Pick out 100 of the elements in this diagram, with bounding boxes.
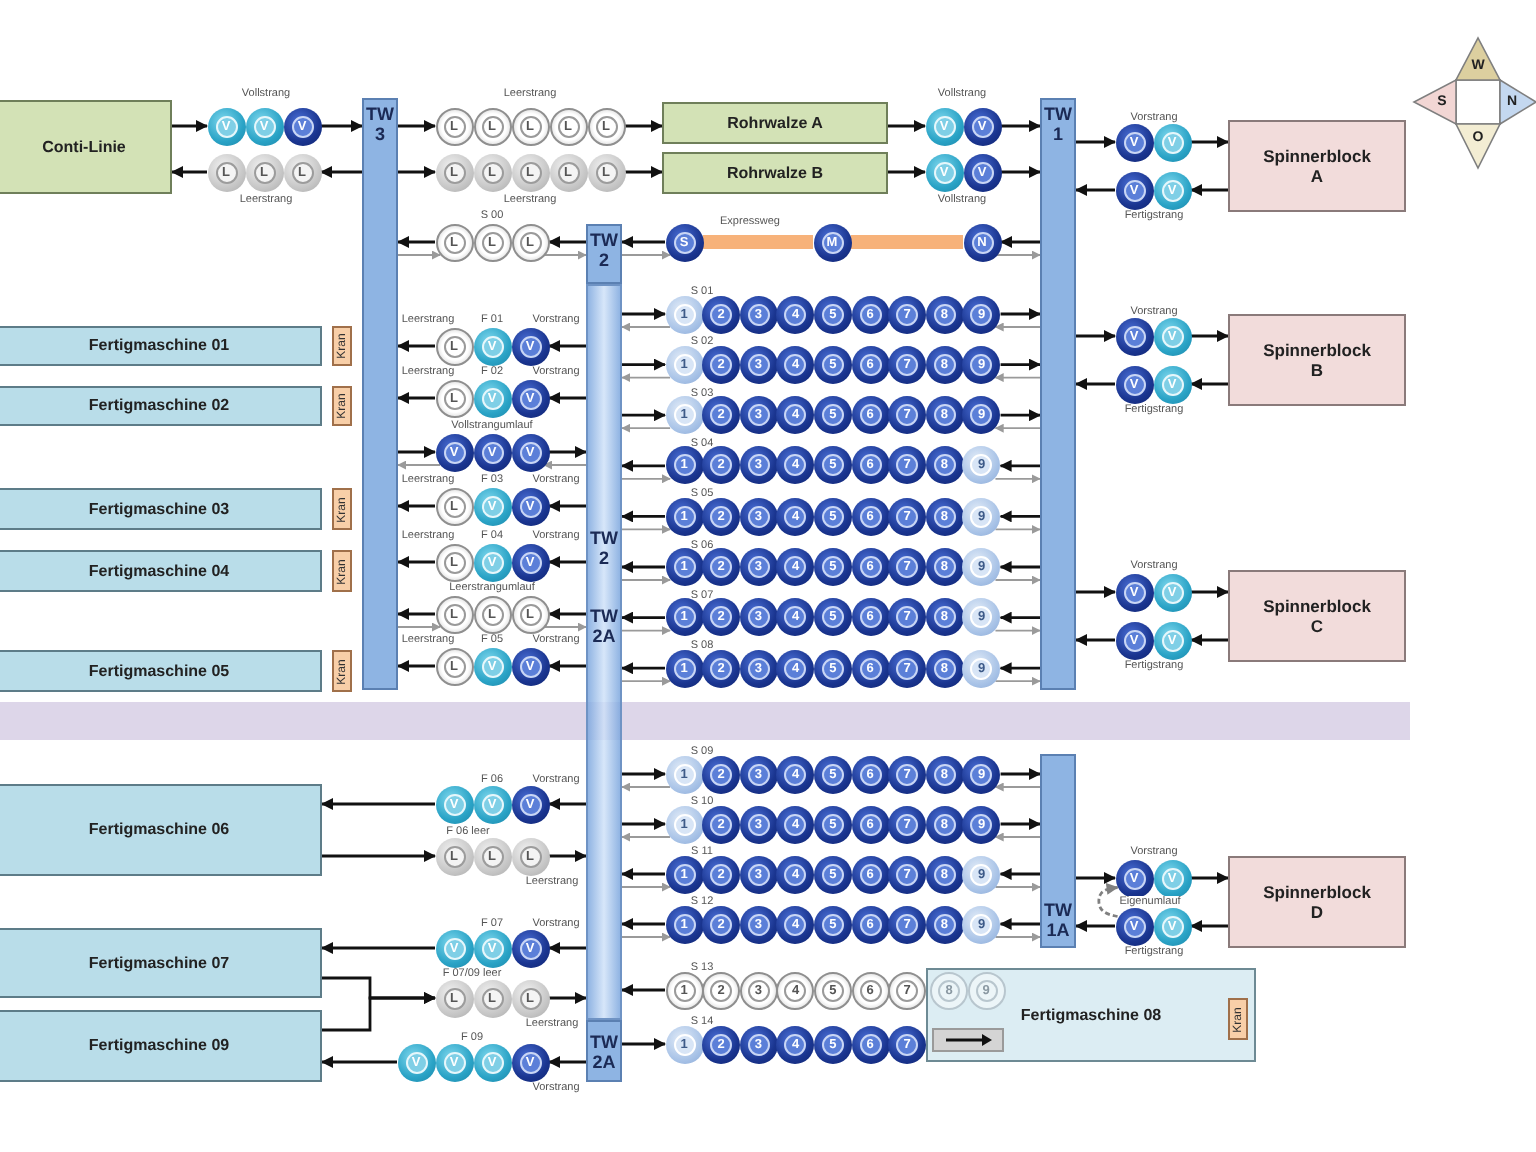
- machine-box: [0, 550, 322, 592]
- machine-name: Fertigmaschine 06: [88, 820, 230, 840]
- transfer-name: TW 1: [1042, 104, 1074, 144]
- can-token: [511, 647, 549, 685]
- arrow: [999, 868, 1040, 880]
- can-token: [587, 107, 625, 145]
- arrow: [621, 832, 672, 842]
- arrow: [1190, 920, 1228, 932]
- can-token: [962, 805, 1001, 843]
- arrow: [994, 932, 1041, 942]
- arrow: [994, 575, 1041, 585]
- can-token: [702, 295, 741, 333]
- arrow: [1190, 184, 1228, 196]
- arrow: [322, 992, 436, 1032]
- can-token: [473, 327, 511, 365]
- process-box: [662, 152, 888, 194]
- can-token: [888, 855, 927, 893]
- can-token: [739, 548, 778, 586]
- can-token: [435, 223, 473, 261]
- can-token: [702, 805, 741, 843]
- can-token: [511, 327, 549, 365]
- can-token: [925, 345, 964, 384]
- can-token: [511, 487, 549, 525]
- transfer-name: TW 1A: [1042, 900, 1074, 940]
- can-token: [435, 327, 473, 365]
- can-token: [1153, 171, 1191, 209]
- can-token: [776, 446, 815, 485]
- can-token: [435, 107, 473, 145]
- arrow: [621, 250, 672, 260]
- arrow: [548, 798, 586, 810]
- machine-name: Fertigmaschine 05: [88, 661, 230, 681]
- can-token: [739, 649, 778, 688]
- can-token: [473, 929, 511, 967]
- can-token: [702, 598, 741, 637]
- can-token: [739, 805, 778, 843]
- can-token: [962, 598, 1001, 637]
- can-token: [511, 929, 549, 967]
- can-token: [776, 295, 815, 333]
- can-token: [925, 295, 964, 333]
- arrow: [548, 236, 586, 248]
- can-token: [813, 223, 851, 261]
- arrow: [548, 660, 586, 672]
- arrow: [1076, 586, 1116, 598]
- arrow: [397, 460, 442, 470]
- arrow: [1000, 409, 1041, 422]
- transfer-bar: [362, 98, 398, 690]
- arrow: [1075, 920, 1115, 932]
- arrow: [1191, 872, 1229, 884]
- can-token: [435, 929, 473, 967]
- can-token: [813, 805, 852, 843]
- arrow: [549, 446, 587, 458]
- can-token: [851, 345, 889, 384]
- can-token: [1115, 317, 1153, 355]
- arrow: [622, 409, 666, 422]
- can-token: [813, 396, 852, 435]
- can-token: [549, 153, 587, 191]
- arrow: [999, 561, 1040, 573]
- arrow: [621, 524, 672, 534]
- can-token: [1115, 171, 1153, 209]
- arrow: [622, 818, 666, 830]
- can-token: [473, 647, 511, 685]
- arrow: [548, 608, 586, 620]
- can-token: [1115, 621, 1153, 659]
- arrow: [621, 373, 672, 383]
- arrow: [1191, 330, 1229, 342]
- arrow: [621, 575, 672, 585]
- arrow: [1190, 634, 1228, 646]
- arrow: [621, 626, 672, 636]
- can-token: [888, 805, 927, 843]
- can-token: [888, 905, 927, 943]
- arrow: [1076, 330, 1116, 342]
- can-token: [702, 1025, 741, 1063]
- crane-tag: [1228, 998, 1248, 1040]
- can-token: [665, 855, 703, 893]
- can-token: [702, 497, 741, 536]
- can-token: [925, 598, 964, 637]
- crane-tag: [332, 386, 352, 426]
- arrow: [549, 992, 587, 1004]
- arrow: [1001, 166, 1041, 178]
- station-name: Spinnerblock B: [1261, 340, 1373, 380]
- arrow: [548, 500, 586, 512]
- arrow: [994, 676, 1041, 686]
- can-token: [813, 1025, 852, 1063]
- process-box: [1228, 856, 1406, 948]
- arrow: [622, 358, 666, 371]
- can-token: [962, 345, 1001, 384]
- can-token: [665, 755, 703, 793]
- can-token: [813, 345, 852, 384]
- can-token: [1153, 621, 1191, 659]
- can-token: [587, 153, 625, 191]
- can-token: [1115, 907, 1153, 945]
- arrow: [397, 340, 435, 352]
- transfer-bar: [1040, 98, 1076, 690]
- machine-name: Fertigmaschine 07: [88, 953, 230, 973]
- arrow: [1000, 308, 1041, 320]
- arrow: [999, 662, 1040, 675]
- machine-name: Fertigmaschine 03: [88, 499, 230, 519]
- arrow: [397, 608, 435, 620]
- can-token: [925, 497, 964, 536]
- can-token: [435, 433, 473, 471]
